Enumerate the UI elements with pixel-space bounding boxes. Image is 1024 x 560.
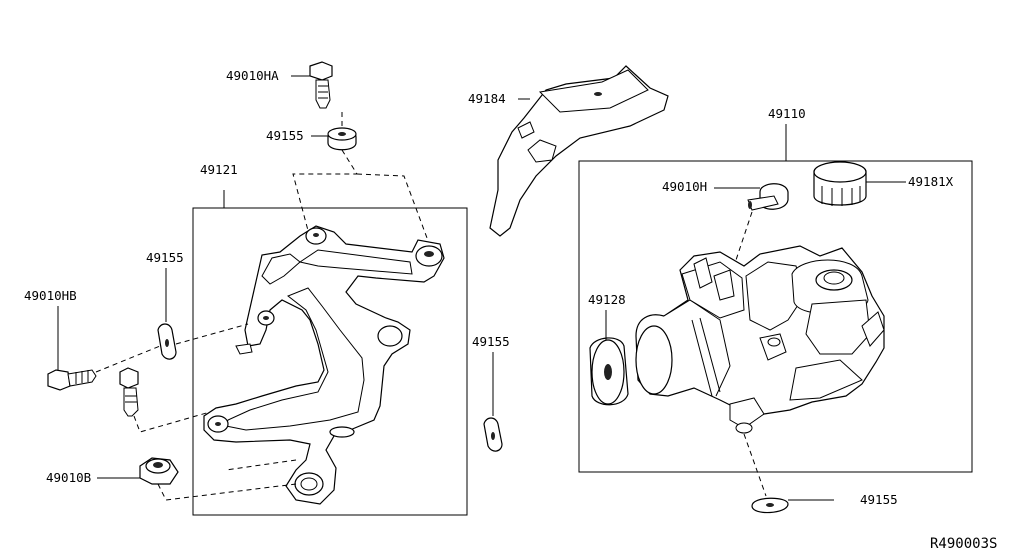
- label-49010hb: 49010HB: [24, 288, 77, 303]
- screw-49010h: [747, 183, 789, 211]
- label-49110: 49110: [768, 106, 806, 121]
- abs-actuator-49110: [635, 245, 885, 434]
- label-49155-bottom: 49155: [860, 492, 898, 507]
- label-49128: 49128: [588, 292, 626, 307]
- bolt-49010hb: [47, 369, 97, 391]
- label-49181x: 49181X: [908, 174, 954, 189]
- cap-49181x: [813, 161, 867, 206]
- washer-49155-left: [157, 323, 177, 360]
- label-49184: 49184: [468, 91, 506, 106]
- reference-code: R490003S: [930, 536, 997, 552]
- label-49155-top: 49155: [266, 128, 304, 143]
- nut-49010b: [139, 457, 179, 485]
- bolt-vertical: [119, 367, 139, 417]
- washer-49155-top: [327, 127, 357, 151]
- actuator-group-frame: [578, 160, 973, 473]
- washer-49155-mid: [483, 417, 503, 452]
- label-49155-left: 49155: [146, 250, 184, 265]
- ring-49128: [589, 337, 629, 406]
- label-49121: 49121: [200, 162, 238, 177]
- cover-49184: [489, 65, 669, 237]
- bracket-49121: [203, 225, 445, 505]
- label-49010h: 49010H: [662, 179, 707, 194]
- bracket-group-frame: [192, 207, 468, 516]
- label-49010b: 49010B: [46, 470, 91, 485]
- label-49155-mid: 49155: [472, 334, 510, 349]
- washer-49155-bottom: [751, 497, 789, 514]
- bolt-49010ha: [309, 61, 333, 109]
- label-49010ha: 49010HA: [226, 68, 279, 83]
